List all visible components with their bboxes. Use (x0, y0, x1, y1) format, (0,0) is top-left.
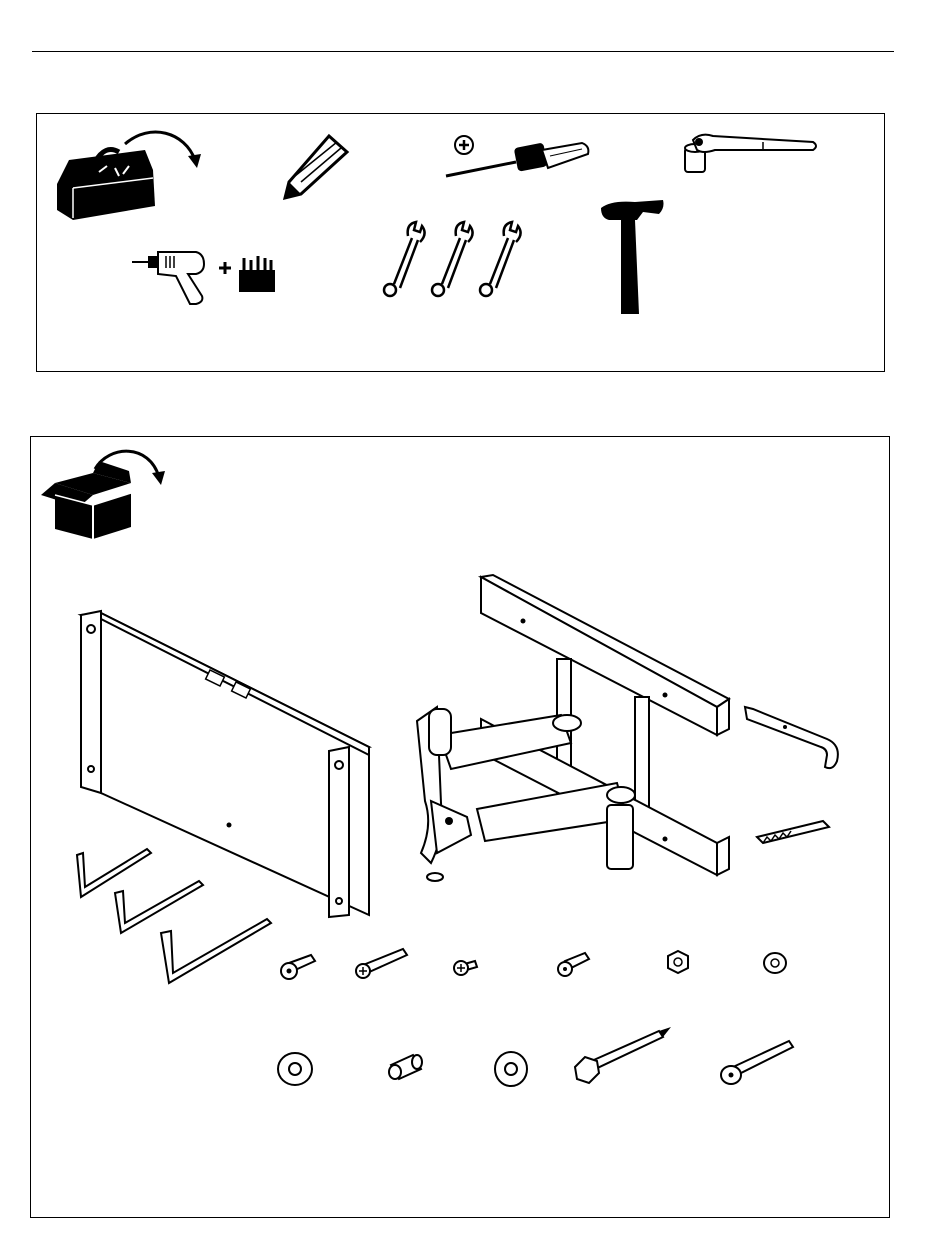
socket-wrench-icon (683, 130, 823, 180)
large-washer (275, 1049, 315, 1089)
short-bolt-1 (277, 953, 317, 983)
phillips-screwdriver-icon (442, 134, 592, 184)
serrated-clip (753, 817, 833, 847)
hammer-icon (595, 198, 671, 318)
small-washer (761, 949, 789, 977)
parts-panel (30, 436, 890, 1218)
hex-key-large (157, 917, 277, 987)
lag-bolt (571, 1023, 675, 1087)
long-bolt (717, 1037, 797, 1091)
long-screw (353, 947, 409, 981)
spacer (383, 1051, 425, 1083)
pencil-icon (281, 134, 351, 204)
power-drill-icon (132, 248, 222, 308)
articulating-arm-assembly (411, 573, 741, 893)
tools-panel (36, 113, 885, 372)
small-screw (451, 955, 481, 979)
short-bolt-2 (553, 951, 593, 981)
header-rule (32, 51, 894, 52)
toolbox-icon (55, 122, 205, 232)
safety-bracket (741, 705, 841, 775)
flat-washer (491, 1049, 531, 1089)
open-end-wrench-icon (382, 218, 532, 298)
open-box-icon (39, 443, 169, 543)
hex-nut (665, 949, 691, 975)
plus-icon (217, 260, 233, 276)
drill-bits-icon (238, 254, 278, 294)
